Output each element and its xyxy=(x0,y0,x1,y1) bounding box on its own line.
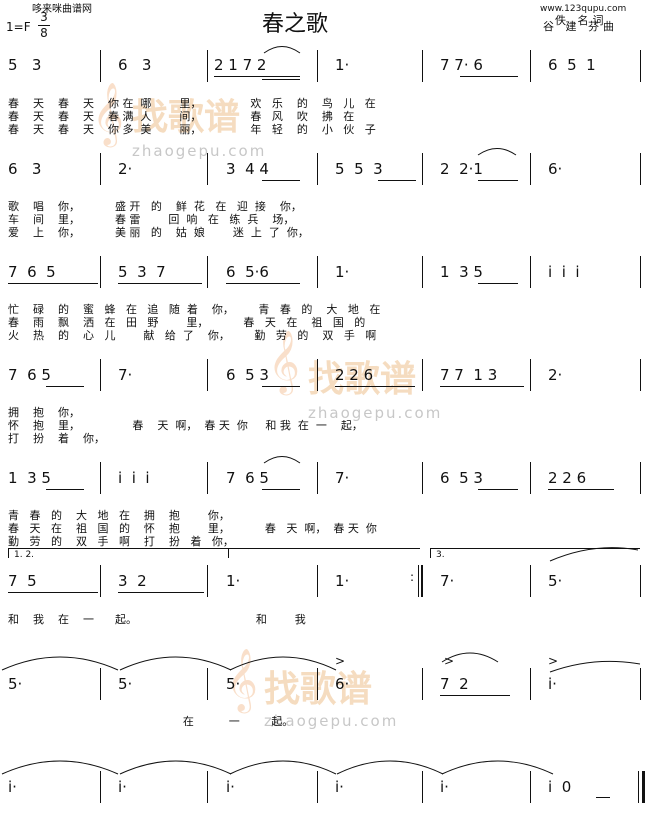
measure: 1 3 5 xyxy=(440,263,483,281)
lyric-verse-1: 拥 抱 你， xyxy=(8,406,80,419)
song-title: 春之歌 xyxy=(262,12,329,37)
volta-first-label: 1. 2. xyxy=(14,550,35,560)
measure: 7 6 5 xyxy=(8,263,56,281)
lyric-line: 和 我 在 一 起。 和 我 xyxy=(8,613,306,626)
lyric-verse-3: 火 热 的 心 儿 献 给 了 你， 勤 劳 的 双 手 啊 xyxy=(8,329,377,342)
time-fraction-bar xyxy=(38,25,50,26)
lyric-verse-3: 打 扮 着 你， xyxy=(8,432,105,445)
measure: 6 5 3 xyxy=(440,469,483,487)
accent-mark: > xyxy=(444,654,455,668)
measure: i· xyxy=(335,778,344,796)
watermark-domain: zhaogepu.com xyxy=(308,404,443,422)
site-name: 哆来咪曲谱网 xyxy=(32,4,92,15)
lyric-verse-3: 春 天 春 天 你 多 美 丽， 年 轻 的 小 伙 子 xyxy=(8,123,376,136)
watermark-domain: zhaogepu.com xyxy=(132,142,267,160)
time-denominator: 8 xyxy=(40,26,48,40)
lyric-line: 在 一 起。 xyxy=(8,715,294,728)
credit-composer: 谷 建 芬曲 xyxy=(543,20,618,33)
lyric-verse-1: 忙 碌 的 蜜 蜂 在 追 随 着 你， 青 春 的 大 地 在 xyxy=(8,303,381,316)
watermark-clef-icon: 𝄞 xyxy=(268,330,300,393)
watermark-logo: 找歌谱 xyxy=(308,359,417,400)
measure: i i i xyxy=(118,469,150,487)
lyric-verse-3: 勤 劳 的 双 手 啊 打 扮 着 你， xyxy=(8,535,234,548)
measure: 5 3 xyxy=(8,56,42,74)
measure: 5 5 3 xyxy=(335,160,383,178)
credit-lyricist: 佚 名词 xyxy=(555,14,608,27)
measure: 7 6 5 xyxy=(226,469,269,487)
measure: i· xyxy=(548,675,557,693)
measure: i 0 xyxy=(548,778,572,796)
measure: 6 3 xyxy=(118,56,152,74)
watermark-clef-icon: 𝄞 xyxy=(226,648,258,711)
repeat-dots: : xyxy=(410,570,415,584)
measure: 7 5 xyxy=(8,572,37,590)
lyric-verse-2: 车 间 里， 春 雷 回 响 在 练 兵 场， xyxy=(8,213,295,226)
measure: 7· xyxy=(118,366,133,384)
measure: 2· xyxy=(118,160,133,178)
measure: 2 1 7 2 xyxy=(214,56,267,74)
measure: 7· xyxy=(335,469,350,487)
measure: 7 7· 6 xyxy=(440,56,483,74)
measure: 1· xyxy=(335,56,350,74)
measure: 6 3 xyxy=(8,160,42,178)
measure: i· xyxy=(118,778,127,796)
measure: 1· xyxy=(335,572,350,590)
lyric-verse-2: 春 雨 飘 洒 在 田 野 里， 春 天 在 祖 国 的 xyxy=(8,316,366,329)
watermark-clef-icon: 𝄞 xyxy=(92,82,124,145)
lyric-verse-1: 春 天 春 天 你 在 哪 里， 欢 乐 的 鸟 儿 在 xyxy=(8,97,376,110)
watermark-domain: zhaogepu.com xyxy=(264,712,399,730)
measure: 6· xyxy=(335,675,350,693)
measure: 3 2 xyxy=(118,572,147,590)
measure: 2 2·1 xyxy=(440,160,483,178)
time-numerator: 3 xyxy=(40,10,48,24)
measure: 6 5·6 xyxy=(226,263,269,281)
measure: i· xyxy=(8,778,17,796)
lyric-verse-2: 春 天 春 天 春 满 人 间， 春 风 吹 拂 在 xyxy=(8,110,355,123)
credit-top: www.123qupu.com xyxy=(540,4,627,14)
measure: 1 3 5 xyxy=(8,469,51,487)
key-signature: 1=F xyxy=(6,20,31,34)
lyric-verse-1: 青 春 的 大 地 在 拥 抱 你， xyxy=(8,509,230,522)
measure: 7 7 1 3 xyxy=(440,366,498,384)
measure: i· xyxy=(226,778,235,796)
lyric-verse-3: 爱 上 你， 美 丽 的 姑 娘 迷 上 了 你， xyxy=(8,226,309,239)
measure: 5· xyxy=(226,675,241,693)
measure: 5· xyxy=(548,572,563,590)
watermark-logo: 找歌谱 xyxy=(132,97,241,138)
measure: 6 5 1 xyxy=(548,56,596,74)
measure: 6· xyxy=(548,160,563,178)
measure: 2· xyxy=(548,366,563,384)
measure: 1· xyxy=(226,572,241,590)
measure: 6 5 3 xyxy=(226,366,269,384)
measure: 5· xyxy=(8,675,23,693)
accent-mark: > xyxy=(548,654,559,668)
volta-second-label: 3. xyxy=(436,550,445,560)
measure: 2 2 6 xyxy=(548,469,587,487)
measure: 1· xyxy=(335,263,350,281)
measure: 7 6 5 xyxy=(8,366,51,384)
lyric-verse-1: 歌 唱 你， 盛 开 的 鲜 花 在 迎 接 你， xyxy=(8,200,302,213)
measure: 5· xyxy=(118,675,133,693)
measure: i· xyxy=(440,778,449,796)
accent-mark: > xyxy=(335,654,346,668)
measure: 7 2 xyxy=(440,675,469,693)
measure: i i i xyxy=(548,263,580,281)
measure: 2 2 6 xyxy=(335,366,374,384)
measure: 5 3 7 xyxy=(118,263,166,281)
measure: 3 4 4 xyxy=(226,160,269,178)
measure: 7· xyxy=(440,572,455,590)
watermark-logo: 找歌谱 xyxy=(264,669,373,710)
lyric-verse-2: 怀 抱 里， 春 天 啊， 春 天 你 和 我 在 一 起， xyxy=(8,419,363,432)
lyric-verse-2: 春 天 在 祖 国 的 怀 抱 里， 春 天 啊， 春 天 你 xyxy=(8,522,377,535)
